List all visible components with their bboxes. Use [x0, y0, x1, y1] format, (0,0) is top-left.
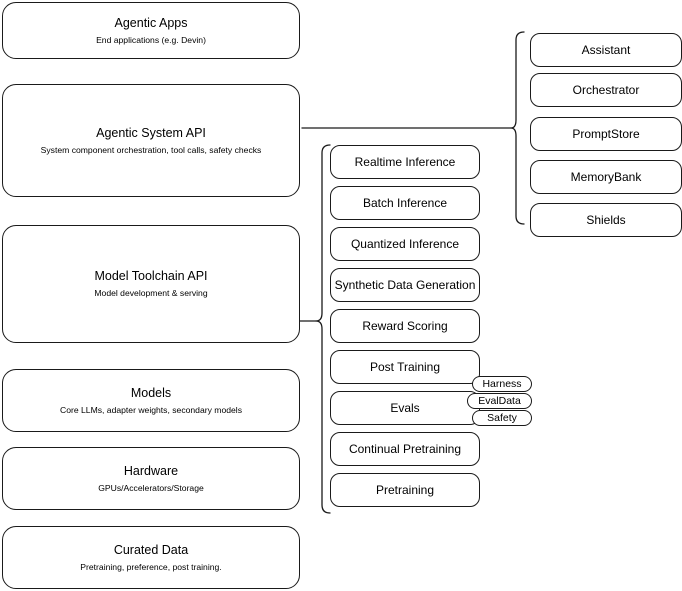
- toolchain-item-batch-inference[interactable]: Batch Inference: [330, 186, 480, 220]
- layer-subtitle: Core LLMs, adapter weights, secondary mo…: [60, 404, 242, 415]
- system-components-brace: [510, 31, 525, 225]
- toolchain-item-continual-pretraining[interactable]: Continual Pretraining: [330, 432, 480, 466]
- toolchain-item-synthetic-data-generation[interactable]: Synthetic Data Generation: [330, 268, 480, 302]
- layer-curated-data[interactable]: Curated Data Pretraining, preference, po…: [2, 526, 300, 589]
- layer-agentic-system-api[interactable]: Agentic System API System component orch…: [2, 84, 300, 197]
- item-label: Continual Pretraining: [348, 441, 462, 456]
- item-label: Realtime Inference: [354, 154, 456, 169]
- item-label: Reward Scoring: [362, 318, 448, 333]
- item-label: PromptStore: [572, 126, 640, 141]
- system-item-orchestrator[interactable]: Orchestrator: [530, 73, 682, 107]
- layer-model-toolchain-api[interactable]: Model Toolchain API Model development & …: [2, 225, 300, 343]
- layer-subtitle: GPUs/Accelerators/Storage: [98, 482, 204, 493]
- layer-title: Model Toolchain API: [94, 269, 208, 283]
- layer-title: Agentic Apps: [114, 15, 188, 30]
- item-label: Quantized Inference: [350, 236, 460, 251]
- system-item-assistant[interactable]: Assistant: [530, 33, 682, 67]
- toolchain-item-post-training[interactable]: Post Training: [330, 350, 480, 384]
- toolchain-item-reward-scoring[interactable]: Reward Scoring: [330, 309, 480, 343]
- toolchain-item-quantized-inference[interactable]: Quantized Inference: [330, 227, 480, 261]
- system-item-shields[interactable]: Shields: [530, 203, 682, 237]
- item-label: Orchestrator: [572, 82, 640, 97]
- item-label: Synthetic Data Generation: [334, 277, 476, 292]
- evals-badge-evaldata[interactable]: EvalData: [467, 393, 532, 409]
- layer-title: Models: [130, 385, 172, 400]
- item-label: Evals: [390, 400, 420, 415]
- item-label: Post Training: [369, 359, 441, 374]
- layer-title: Agentic System API: [96, 125, 206, 140]
- item-label: Assistant: [581, 42, 631, 57]
- item-label: Batch Inference: [362, 195, 448, 210]
- evals-badge-harness[interactable]: Harness: [472, 376, 532, 392]
- layer-title: Curated Data: [113, 542, 189, 557]
- layer-hardware[interactable]: Hardware GPUs/Accelerators/Storage: [2, 447, 300, 510]
- layer-subtitle: Model development & serving: [94, 288, 208, 298]
- system-item-promptstore[interactable]: PromptStore: [530, 117, 682, 151]
- item-label: Pretraining: [375, 482, 435, 497]
- toolchain-components-brace: [315, 144, 331, 514]
- toolchain-item-evals[interactable]: Evals: [330, 391, 480, 425]
- layer-models[interactable]: Models Core LLMs, adapter weights, secon…: [2, 369, 300, 432]
- layer-subtitle: End applications (e.g. Devin): [96, 34, 206, 45]
- system-item-memorybank[interactable]: MemoryBank: [530, 160, 682, 194]
- layer-subtitle: Pretraining, preference, post training.: [80, 561, 222, 572]
- toolchain-item-realtime-inference[interactable]: Realtime Inference: [330, 145, 480, 179]
- layer-agentic-apps[interactable]: Agentic Apps End applications (e.g. Devi…: [2, 2, 300, 59]
- layer-title: Hardware: [123, 463, 179, 478]
- layer-subtitle: System component orchestration, tool cal…: [40, 144, 262, 155]
- toolchain-item-pretraining[interactable]: Pretraining: [330, 473, 480, 507]
- evals-badge-safety[interactable]: Safety: [472, 410, 532, 426]
- item-label: Shields: [586, 212, 626, 227]
- item-label: MemoryBank: [570, 169, 642, 184]
